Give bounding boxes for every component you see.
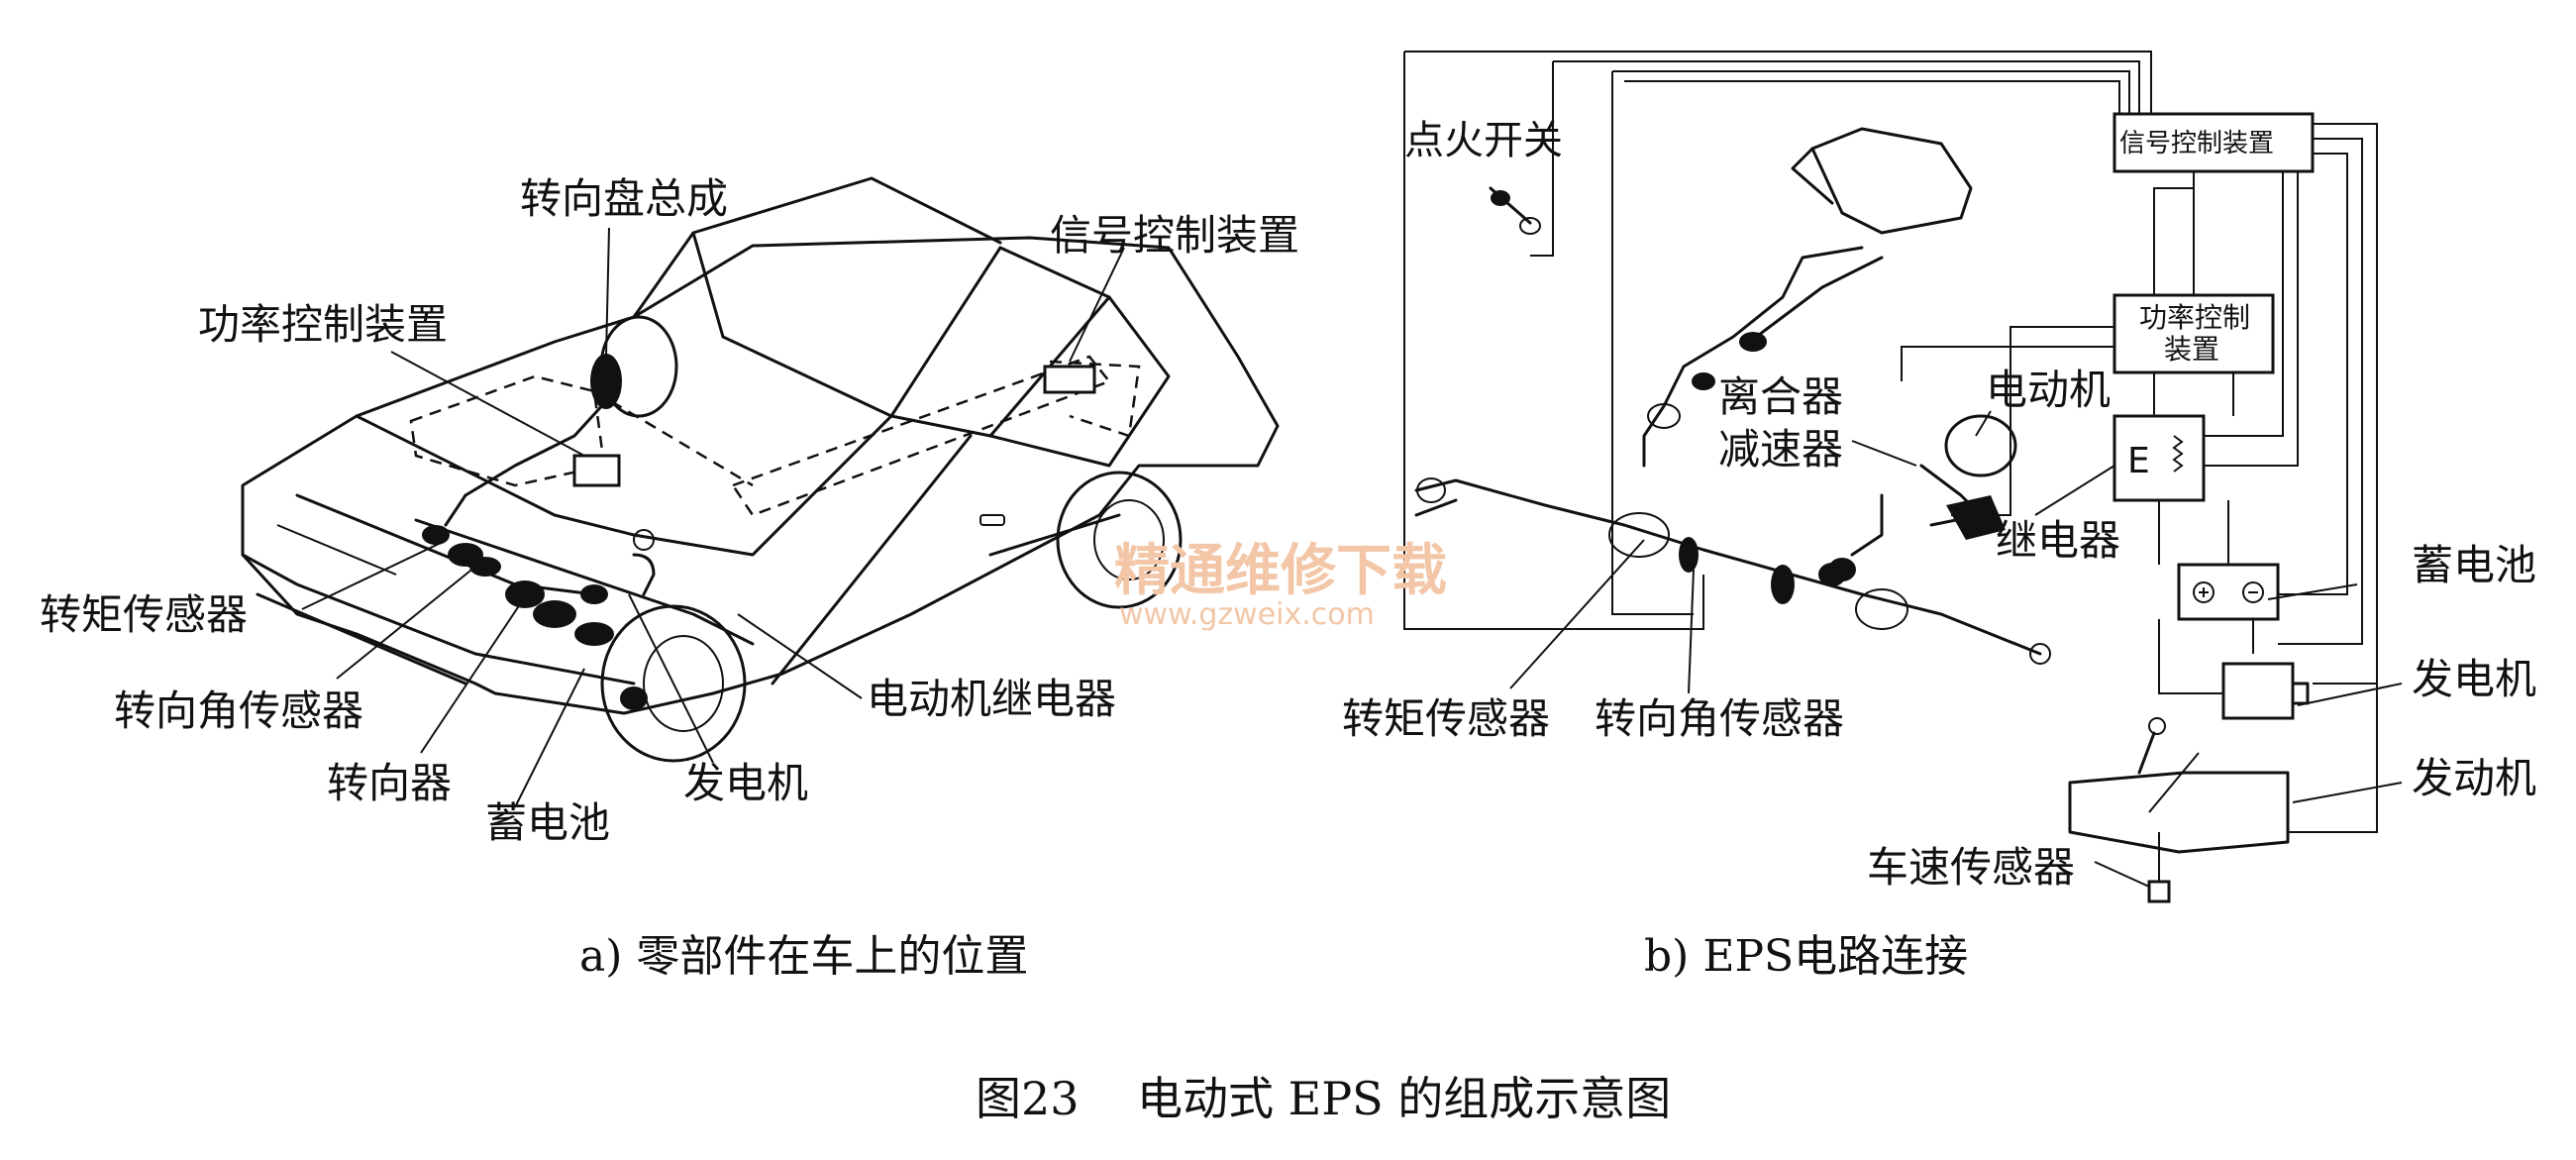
label-steering-angle-sensor: 转向角传感器 <box>114 686 363 735</box>
caption-a: a) 零部件在车上的位置 <box>579 931 1028 982</box>
watermark: 精通维修下载 www.gzweix.com <box>1114 539 1447 632</box>
label-power-control-line1: 功率控制 <box>2139 301 2250 334</box>
label-torque-sensor-right: 转矩传感器 <box>1342 694 1550 743</box>
relay-box <box>2112 414 2206 502</box>
label-reducer: 减速器 <box>1718 425 1843 474</box>
signal-control-box <box>2112 112 2315 173</box>
eps-circuit <box>1403 51 2378 903</box>
label-signal-control-unit-box: 信号控制装置 <box>2119 129 2274 158</box>
power-control-box <box>2112 293 2275 374</box>
generator-shape <box>2221 662 2295 720</box>
caption-b: b) EPS电路连接 <box>1644 931 1968 982</box>
label-steering-gear: 转向器 <box>327 759 452 807</box>
car-illustration <box>241 176 1280 763</box>
label-steering-wheel-assembly: 转向盘总成 <box>520 174 728 223</box>
engine-shape <box>2068 771 2290 854</box>
label-clutch: 离合器 <box>1718 372 1843 421</box>
left-labels: 转向盘总成 信号控制装置 功率控制装置 转矩传感器 转向角传感器 转向器 蓄电池… <box>40 174 1299 847</box>
label-torque-sensor: 转矩传感器 <box>40 590 248 639</box>
label-generator: 发电机 <box>683 759 808 807</box>
label-ignition-switch: 点火开关 <box>1404 118 1563 163</box>
label-relay: 继电器 <box>1996 516 2120 565</box>
relay-symbol-e: E <box>2127 441 2150 481</box>
figure-caption: 图23 电动式 EPS 的组成示意图 <box>976 1072 1671 1125</box>
label-motor: 电动机 <box>1986 366 2111 414</box>
label-battery-right: 蓄电池 <box>2412 541 2536 589</box>
right-leader-lines <box>1509 410 2403 888</box>
label-steering-angle-sensor-right: 转向角传感器 <box>1595 694 1844 743</box>
label-signal-control-unit: 信号控制装置 <box>1050 211 1299 260</box>
right-labels: 点火开关 信号控制装置 功率控制 装置 离合器 减速器 电动机 E 继电器 蓄电… <box>1342 118 2536 892</box>
watermark-line2: www.gzweix.com <box>1119 597 1375 632</box>
label-power-control-line2: 装置 <box>2164 333 2219 366</box>
label-motor-relay: 电动机继电器 <box>867 675 1116 723</box>
left-leader-lines <box>301 227 1125 808</box>
label-power-control-unit: 功率控制装置 <box>198 300 448 349</box>
label-speed-sensor: 车速传感器 <box>1867 843 2075 892</box>
watermark-line1: 精通维修下载 <box>1114 539 1447 603</box>
label-generator-right: 发电机 <box>2412 655 2536 703</box>
label-engine: 发动机 <box>2412 754 2536 802</box>
label-battery: 蓄电池 <box>485 798 610 847</box>
